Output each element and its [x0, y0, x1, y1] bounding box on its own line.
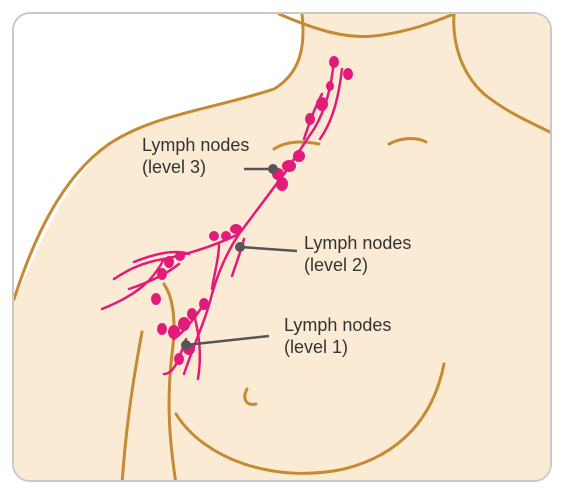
label-level1-level: (level 1) — [284, 337, 349, 357]
label-level3-title: Lymph nodes — [142, 135, 250, 155]
label-level1-title: Lymph nodes — [284, 315, 392, 335]
anatomy-illustration — [14, 14, 550, 480]
pointer-dot-level2 — [235, 242, 245, 252]
lymph-nodes — [151, 56, 353, 365]
label-level3-level: (level 3) — [142, 157, 207, 177]
pointer-dot-level3 — [268, 164, 278, 174]
label-level2-level: (level 2) — [304, 255, 369, 275]
pointer-dot-level1 — [181, 340, 191, 350]
pointer-lines — [185, 167, 298, 347]
body-outline — [14, 14, 550, 480]
diagram-frame: Lymph nodes (level 3) Lymph nodes (level… — [12, 12, 552, 482]
label-level1: Lymph nodes (level 1) — [284, 314, 391, 358]
label-level2-title: Lymph nodes — [304, 233, 412, 253]
label-level2: Lymph nodes (level 2) — [304, 232, 411, 276]
body-shape — [14, 14, 550, 480]
pointer-dots — [181, 164, 278, 350]
label-level3: Lymph nodes (level 3) — [142, 134, 249, 178]
